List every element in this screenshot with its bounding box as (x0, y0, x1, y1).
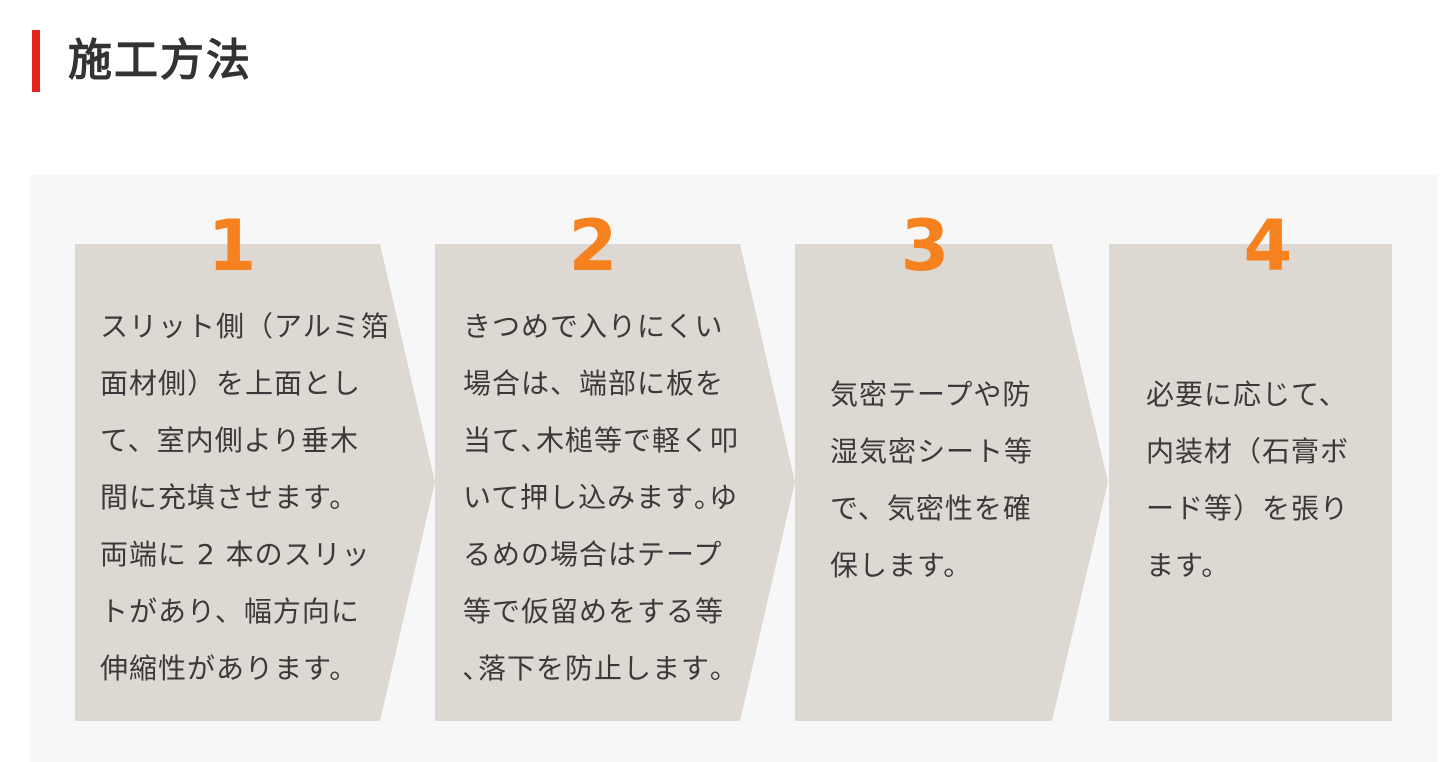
step-4-line: ます。 (1146, 549, 1231, 582)
section-heading: 施工方法 (32, 28, 252, 94)
step-4-box (1109, 244, 1392, 721)
step-1-number: 1 (207, 205, 257, 287)
step-1-line: 両端に 2 本のスリッ (100, 538, 371, 571)
step-1-line: 伸縮性があります。 (100, 652, 359, 685)
step-2-line: ､落下を防止します｡ (463, 652, 726, 685)
step-2-line: るめの場合はテープ (463, 538, 723, 571)
step-4-line: ード等）を張り (1146, 492, 1350, 525)
step-1-line: 面材側）を上面とし (100, 367, 362, 400)
step-2-line: いて押し込みます｡ゆ (463, 481, 739, 514)
step-2-line: きつめで入りにくい (463, 310, 724, 343)
step-3-description: 気密テープや防 湿気密シート等 で、気密性を確 保します。 (830, 366, 1033, 594)
step-3-line: 気密テープや防 (830, 378, 1032, 411)
step-1-line: スリット側（アルミ箔 (100, 310, 390, 343)
step-4-line: 必要に応じて、 (1146, 378, 1348, 411)
step-4-number: 4 (1243, 205, 1293, 287)
step-1-line: 間に充填させます。 (100, 481, 359, 514)
step-2-number: 2 (568, 205, 618, 287)
step-2-line: 場合は、端部に板を (463, 367, 725, 400)
step-3-number: 3 (900, 205, 950, 287)
steps-panel: 1 2 3 4 スリット側（アルミ箔 面材側）を上面とし て、室内側より垂木 間… (30, 175, 1438, 762)
step-1-line: トがあり、幅方向に (100, 595, 360, 628)
step-1-description: スリット側（アルミ箔 面材側）を上面とし て、室内側より垂木 間に充填させます。… (100, 298, 390, 697)
step-4-description: 必要に応じて、 内装材（石膏ボ ード等）を張り ます。 (1146, 366, 1349, 594)
step-2-box (435, 244, 795, 721)
step-3-line: 湿気密シート等 (830, 435, 1034, 468)
step-arrows (75, 244, 1392, 721)
step-3-line: 保します。 (830, 549, 973, 582)
step-3-line: で、気密性を確 (830, 492, 1032, 525)
step-2-description: きつめで入りにくい 場合は、端部に板を 当て､木槌等で軽く叩 いて押し込みます｡… (463, 298, 739, 697)
step-1-box (75, 244, 435, 721)
step-3-box (795, 244, 1108, 721)
step-4-line: 内装材（石膏ボ (1146, 435, 1350, 468)
step-2-line: 等で仮留めをする等 (463, 595, 725, 628)
heading-accent-bar (32, 30, 40, 92)
section-title: 施工方法 (68, 35, 252, 86)
step-1-line: て、室内側より垂木 (100, 424, 360, 457)
step-2-line: 当て､木槌等で軽く叩 (463, 424, 740, 457)
